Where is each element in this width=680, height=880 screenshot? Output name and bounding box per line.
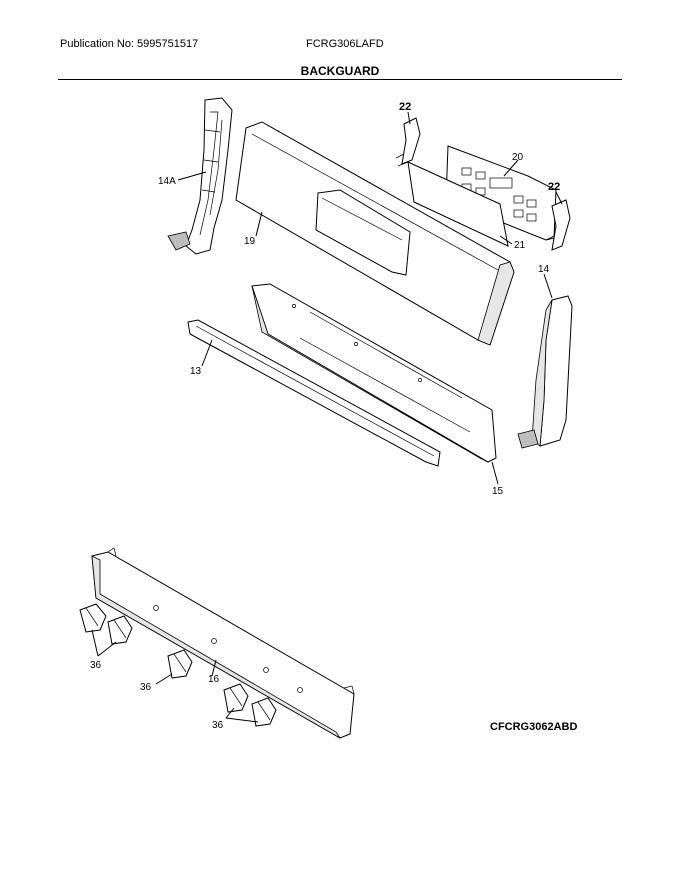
header-rule	[58, 79, 622, 80]
leader-lines	[91, 111, 563, 723]
part-21-overlay[interactable]	[407, 161, 509, 247]
part-19-backguard-panel[interactable]	[235, 121, 515, 346]
knob-36-a[interactable]	[79, 603, 107, 633]
part-22-bracket-right[interactable]	[545, 199, 571, 251]
callout-21: 21	[514, 240, 526, 251]
part-14a-end-bracket[interactable]	[167, 97, 233, 255]
callout-16: 16	[208, 674, 220, 685]
callout-36-a: 36	[90, 660, 102, 671]
drawing-code: CFCRG3062ABD	[490, 721, 577, 733]
page-title: BACKGUARD	[300, 64, 380, 78]
callout-19: 19	[244, 236, 256, 247]
knob-36-d[interactable]	[223, 683, 249, 713]
knob-36-b[interactable]	[107, 615, 133, 645]
part-14-end-bracket[interactable]	[517, 295, 573, 449]
callout-36-b: 36	[140, 682, 152, 693]
callout-22-upper: 22	[399, 101, 411, 113]
part-22-bracket-upper[interactable]	[395, 117, 421, 167]
callout-14a: 14A	[158, 176, 176, 187]
callout-15: 15	[492, 486, 504, 497]
knob-36-e[interactable]	[251, 697, 277, 727]
callout-20: 20	[512, 152, 524, 163]
model-number: FCRG306LAFD	[306, 38, 384, 50]
publication-number: Publication No: 5995751517	[60, 38, 199, 50]
part-15-support-channel[interactable]	[251, 283, 497, 463]
part-16-control-panel[interactable]	[91, 547, 355, 739]
callout-22-right: 22	[548, 181, 560, 193]
part-13-trim[interactable]	[187, 319, 441, 467]
callout-14: 14	[538, 264, 550, 275]
callout-13: 13	[190, 366, 202, 377]
callout-36-c: 36	[212, 720, 224, 731]
